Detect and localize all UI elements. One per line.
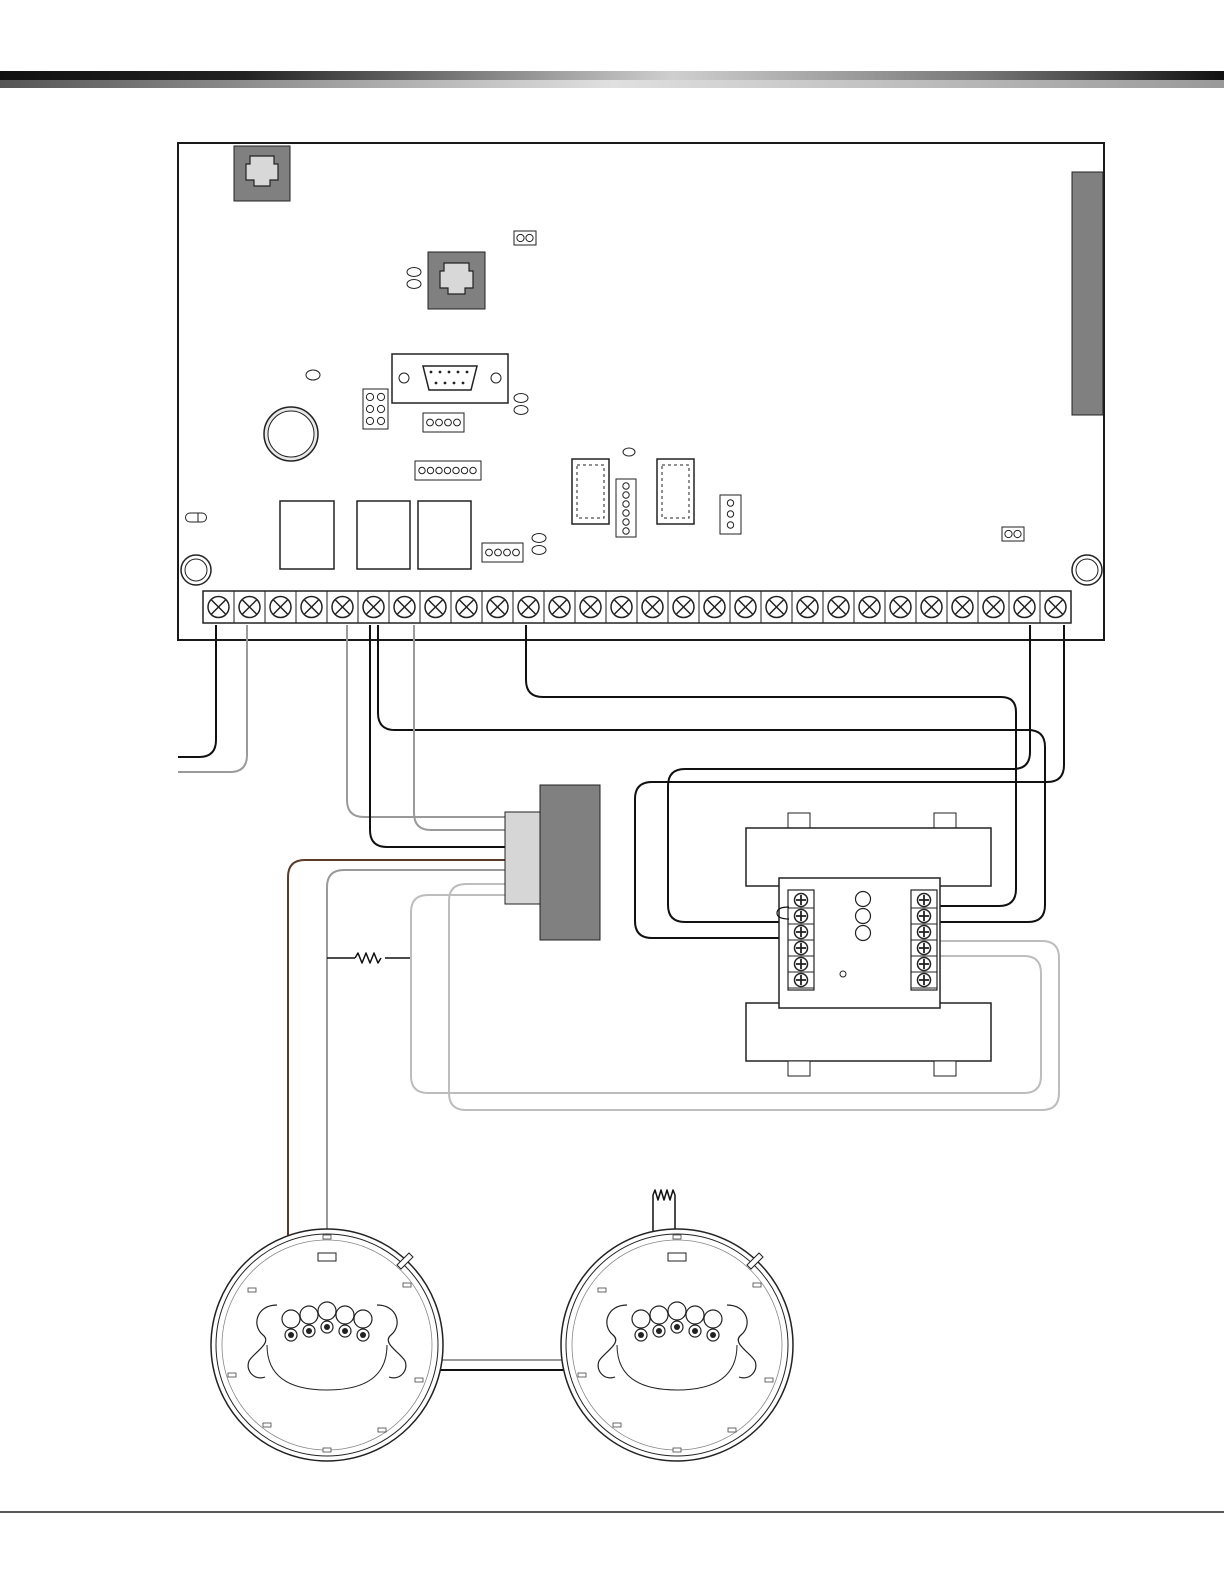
panel-terminal-1 — [208, 597, 229, 618]
rj-jack-1 — [234, 146, 290, 201]
header-4pin-1 — [423, 413, 464, 432]
module-led-2 — [856, 909, 871, 924]
detector-base-1 — [211, 1229, 443, 1461]
detector-base-2 — [561, 1229, 793, 1461]
terminal-strip — [203, 591, 1071, 623]
relay-module — [505, 785, 600, 940]
header-bar — [0, 71, 1224, 88]
header-6pin-vertical — [616, 479, 636, 537]
header-6pin — [363, 389, 388, 429]
keypad-bus-connector — [1072, 172, 1103, 415]
mounting-hole-right — [1072, 555, 1102, 585]
jumper-2 — [1002, 527, 1024, 541]
led-1 — [306, 370, 320, 380]
component-box-1 — [280, 501, 334, 569]
component-box-2 — [357, 501, 410, 569]
module-led-3 — [856, 926, 871, 941]
module-terminals-right — [911, 890, 937, 990]
header-7pin — [415, 461, 481, 480]
module-led-1 — [856, 892, 871, 907]
jumper-1 — [514, 231, 536, 245]
header-3pin-vertical — [720, 495, 741, 534]
header-4pin-2 — [482, 543, 523, 562]
module-leds — [856, 892, 871, 941]
led-2 — [186, 513, 207, 522]
mounting-hole-left — [181, 555, 211, 585]
relay-2 — [657, 459, 694, 524]
serial-db9-connector — [392, 354, 508, 403]
interface-module — [746, 813, 991, 1076]
detector-bases — [211, 1229, 793, 1461]
component-box-3 — [418, 501, 471, 569]
control-panel-board — [178, 143, 1104, 640]
piezo-buzzer — [264, 407, 318, 461]
relay-1 — [572, 459, 609, 524]
module-terminals-left — [788, 890, 814, 990]
